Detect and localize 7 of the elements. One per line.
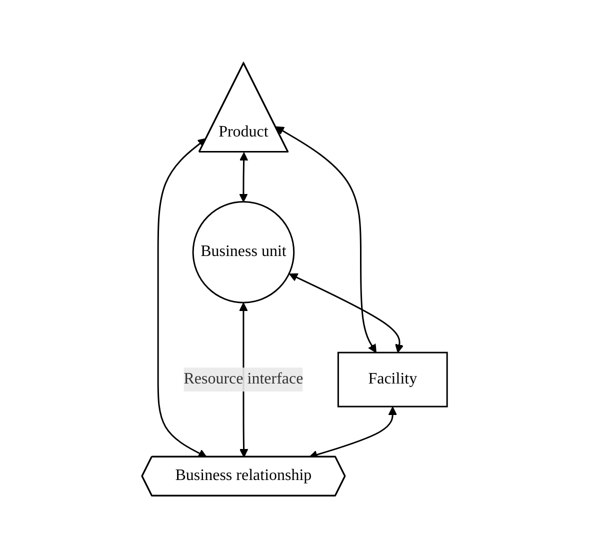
node-box: Facility (337, 352, 448, 408)
edge-label: Resource interface (184, 370, 304, 388)
arrow (157, 138, 207, 458)
node-circle: Business unit (192, 201, 295, 304)
arrow (275, 126, 376, 354)
arrow (239, 152, 248, 202)
arrow (288, 274, 404, 354)
